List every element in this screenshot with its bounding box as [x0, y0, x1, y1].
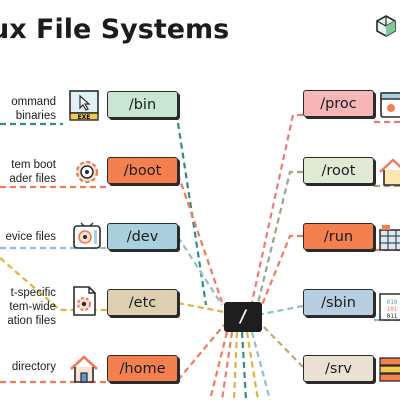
path-etc[interactable]: /etc — [107, 289, 178, 316]
root-home-icon — [379, 158, 400, 186]
config-file-icon — [73, 286, 96, 316]
path-proc[interactable]: /proc — [303, 90, 374, 117]
desc-line: t-specific — [10, 287, 56, 299]
connector-bin — [176, 122, 208, 306]
connector-fan-6 — [208, 331, 229, 400]
exe-cursor-icon: EXE — [69, 90, 99, 121]
connector-fan-2 — [232, 331, 239, 400]
desc-line: evice files — [5, 231, 57, 243]
connector-sbin — [261, 304, 304, 316]
svg-text:011: 011 — [387, 313, 398, 320]
desc-line: ommand — [11, 96, 56, 108]
desc-bin: ommand binaries — [11, 95, 56, 123]
home-icon — [70, 355, 98, 383]
svg-text:EXE: EXE — [78, 114, 91, 121]
connector-home — [0, 324, 225, 384]
connector-root — [256, 170, 303, 304]
gear-icon — [75, 160, 99, 184]
desc-line: tem boot — [11, 159, 56, 171]
path-srv[interactable]: /srv — [303, 355, 374, 382]
connector-fan-4 — [245, 331, 260, 400]
connector-fan-3 — [240, 331, 248, 400]
desc-home: directory — [12, 360, 56, 374]
connector-fan-1 — [220, 331, 234, 400]
desc-line: directory — [11, 361, 56, 373]
desc-line: ader files — [9, 173, 56, 185]
path-home[interactable]: /home — [107, 355, 178, 382]
desc-dev: evice files — [6, 230, 57, 244]
path-run[interactable]: /run — [303, 223, 374, 250]
path-bin[interactable]: /bin — [107, 91, 178, 118]
desc-boot: tem boot ader files — [9, 158, 56, 186]
desc-etc: t-specific tem-wide ation files — [7, 286, 56, 328]
desc-line: tem-wide — [9, 301, 56, 313]
desc-line: binaries — [15, 110, 56, 122]
root-directory[interactable]: / — [224, 302, 262, 332]
logo-icon — [376, 15, 396, 37]
desc-line: ation files — [7, 315, 56, 327]
connector-dev — [0, 236, 223, 306]
connector-srv — [261, 324, 304, 368]
connector-run — [260, 234, 303, 306]
binary-icon: 010 101 011 — [379, 293, 400, 321]
server-stack-icon — [379, 357, 400, 382]
path-root[interactable]: /root — [303, 157, 374, 184]
connector-fan-5 — [250, 331, 272, 400]
svg-text:010: 010 — [387, 299, 398, 306]
svg-text:101: 101 — [387, 306, 398, 313]
path-sbin[interactable]: /sbin — [303, 289, 374, 316]
process-window-icon — [380, 92, 400, 118]
connector-boot — [0, 173, 224, 303]
path-dev[interactable]: /dev — [107, 223, 178, 250]
device-icon — [73, 222, 101, 249]
run-data-icon — [379, 225, 400, 251]
connector-proc — [250, 113, 303, 303]
path-boot[interactable]: /boot — [107, 157, 178, 184]
